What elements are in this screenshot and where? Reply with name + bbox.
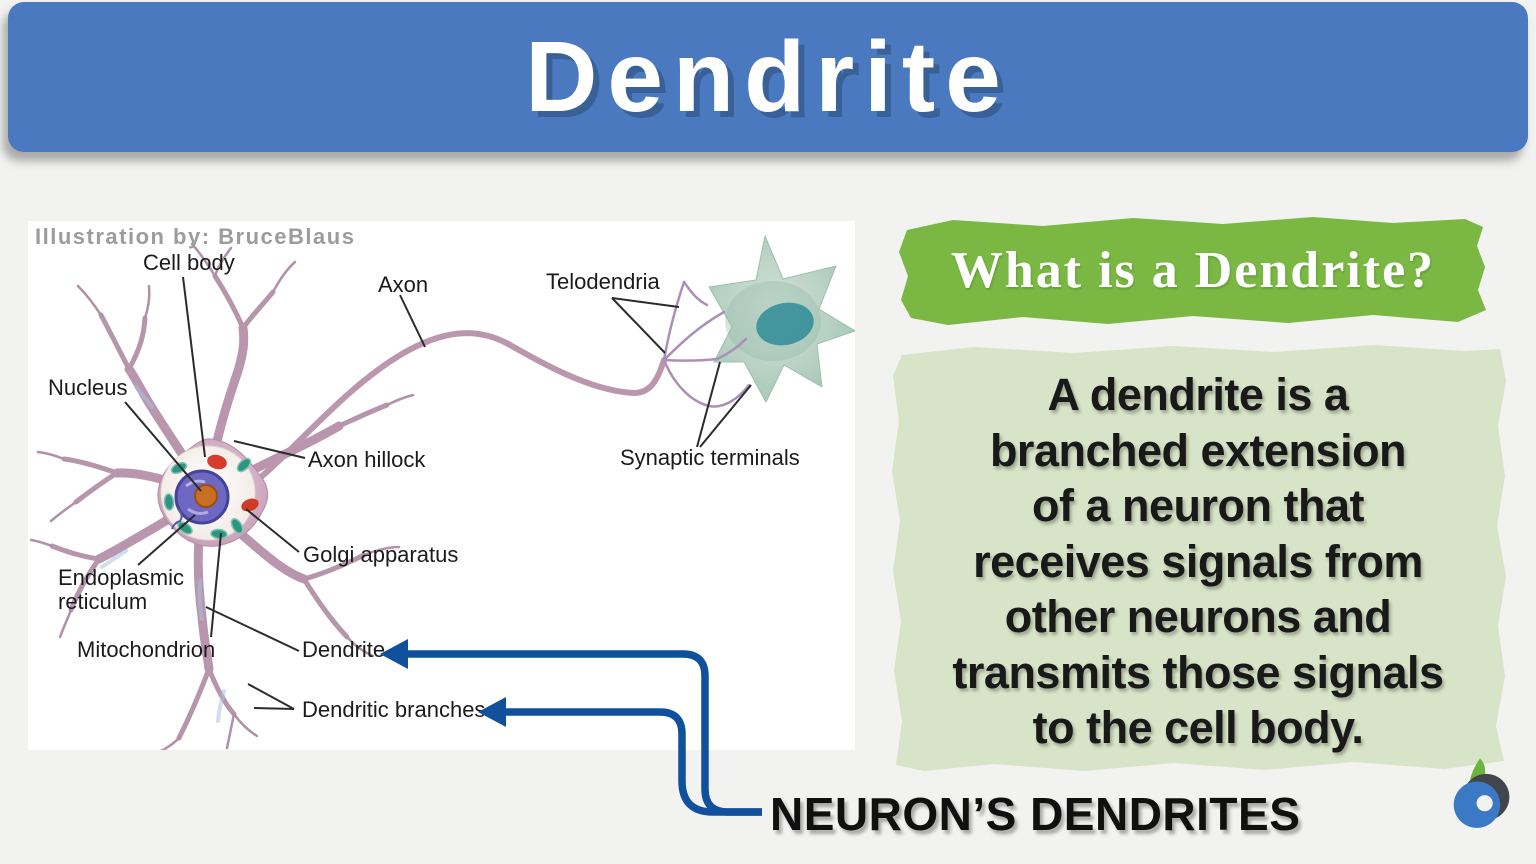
label-dendritic-branches: Dendritic branches [302,697,486,722]
definition-line: of a neuron that [1032,480,1364,531]
neuron-illustration-panel: Illustration by: BruceBlaus Cell body Ax… [28,221,855,750]
label-dendrite: Dendrite [302,637,386,662]
label-axon: Axon [378,272,429,297]
target-cell-nucleus [756,302,814,346]
illustration-credit: Illustration by: BruceBlaus [35,224,356,249]
golgi-organelle-right [241,498,259,512]
label-mitochondrion: Mitochondrion [77,637,216,662]
definition-line: receives signals from [973,535,1423,587]
target-neuron-cell [708,235,855,403]
label-endoplasmic-reticulum: Endoplasmic reticulum [58,565,184,614]
biology-online-b-logo-icon [1453,758,1510,828]
golgi-organelle-top [207,454,227,470]
question-banner-text: What is a Dendrite? [950,242,1436,299]
leader-lines [124,276,752,710]
mitochondria [163,457,252,540]
question-banner-brush [899,217,1486,325]
definition-line: A dendrite is a [1047,369,1349,420]
dendrites-tips [29,242,415,750]
label-synaptic-terminals: Synaptic terminals [620,445,800,470]
label-axon-hillock: Axon hillock [308,447,426,472]
definition-line: transmits those signals [952,646,1444,698]
label-cell-body: Cell body [143,250,235,275]
page-title: Dendrite [525,20,1011,133]
definition-box-brush [892,345,1506,771]
definition-line: branched extension [989,424,1407,476]
neuron-diagram-svg [29,235,855,750]
endoplasmic-reticulum-organelle [171,508,183,530]
logo-center-hole [1476,795,1493,812]
bottom-caption: NEURON’S DENDRITES [770,788,1301,840]
question-banner: What is a Dendrite? [893,212,1493,330]
label-golgi-apparatus: Golgi apparatus [303,542,459,567]
definition-text: A dendrite is a branched extension of a … [884,367,1512,756]
definition-line: other neurons and [1004,591,1392,642]
definition-box: A dendrite is a branched extension of a … [884,341,1512,777]
soma [157,438,269,547]
title-banner: Dendrite [8,2,1528,152]
axon-path [252,330,667,485]
definition-line: to the cell body. [1032,702,1364,753]
label-telodendria: Telodendria [546,269,660,294]
label-nucleus: Nucleus [48,375,128,400]
myelin-tint [100,385,226,723]
